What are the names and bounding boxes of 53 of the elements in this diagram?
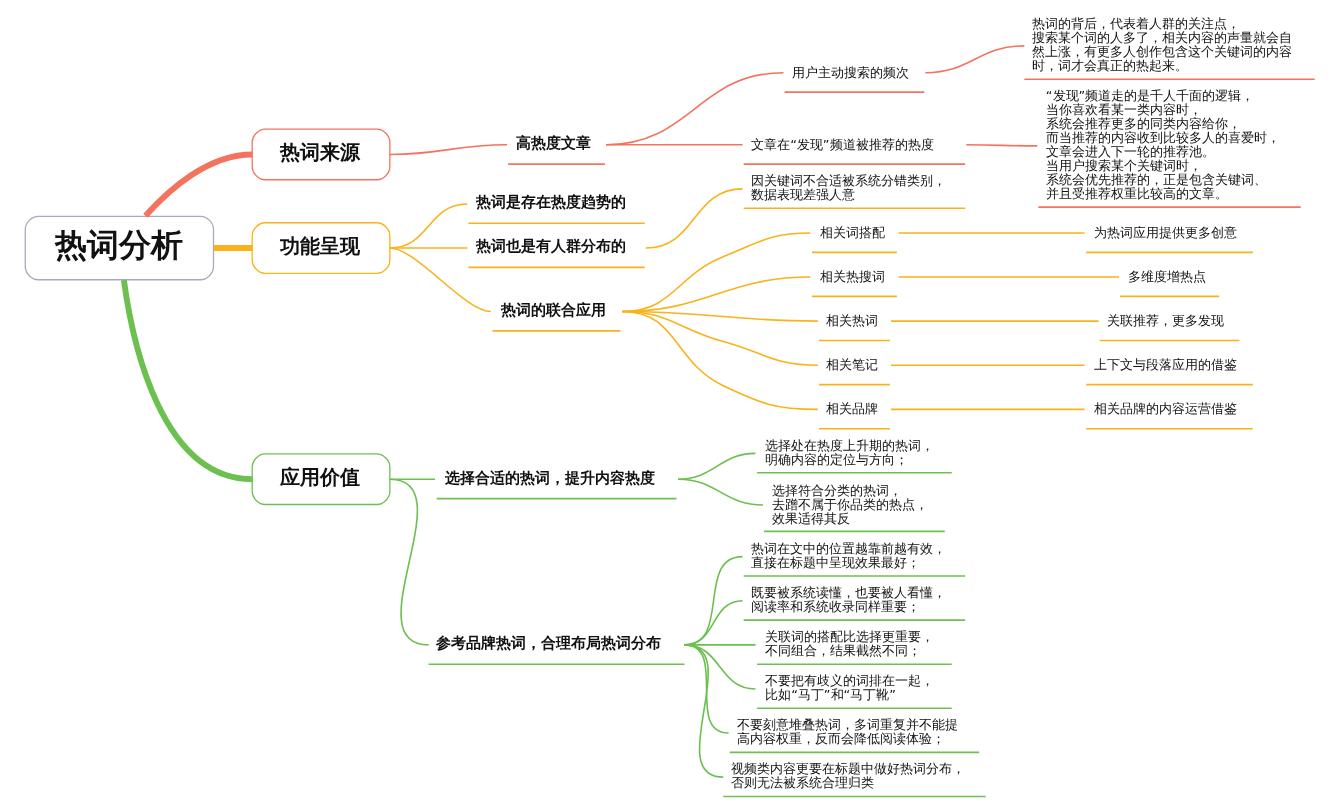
node-text: 参考品牌热词，合理布局热词分布 [435, 634, 661, 653]
node-text: 多维度增热点 [1127, 268, 1206, 284]
node-box: 热词分析 [24, 215, 214, 281]
node-box: 功能呈现 [251, 222, 390, 274]
node-text: “发现”频道走的是千人千面的逻辑，当你喜欢看某一类内容时，系统会推荐更多的同类内容给你，而当推荐的内容收到比较多人的喜爱时，文章会进入下一轮的推荐池。当用户搜索某个关键词时，系统会优先推荐的，正是包含关键词、并且受推荐权重比较高的文章。 [1045, 88, 1280, 202]
connector [683, 644, 724, 778]
node-text: 相关品牌 [825, 401, 878, 417]
node-text: 既要被系统读懂，也要被人看懂，阅读率和系统收录同样重要； [750, 585, 946, 615]
connector [676, 478, 764, 506]
connector [924, 45, 1025, 74]
connector [388, 247, 492, 313]
node-text: 相关词搭配 [819, 224, 885, 240]
connector [604, 71, 784, 146]
node-text: 热词的联合应用 [500, 300, 606, 319]
connector [644, 188, 743, 249]
connector [213, 245, 252, 251]
node-box: 热词来源 [251, 128, 390, 181]
node-text: 热词的背后，代表着人群的关注点，搜索某个词的人多了，相关内容的声量就会自然上涨，有更多人创作包含这个关键词的内容时，词才会真正的热起来。 [1031, 16, 1292, 74]
node-text: 热词是存在热度趋势的 [475, 193, 626, 212]
connector [142, 151, 252, 218]
node-text: 关联推荐，更多发现 [1106, 313, 1224, 329]
connector [964, 144, 1038, 147]
node-text: 上下文与段落应用的借鉴 [1093, 357, 1237, 373]
connector [604, 144, 743, 146]
connector [889, 408, 1085, 411]
connector [897, 276, 1120, 278]
node-text: 不要刻意堆叠热词，多词重复并不能提高内容权重，反而会降低阅读体验； [736, 717, 958, 747]
node-text: 相关热词 [825, 313, 878, 329]
node-text: 热词也是有人群分布的 [475, 237, 626, 256]
connector [388, 478, 436, 481]
node-text: 高热度文章 [515, 134, 591, 153]
connector [889, 364, 1085, 367]
node-text: 相关品牌的内容运营借鉴 [1093, 401, 1237, 417]
connector [889, 320, 1099, 322]
node-text: 选择符合分类的热词，去蹭不属于你品类的热点，效果适得其反 [771, 482, 928, 526]
node-text: 用户主动搜索的频次 [791, 64, 909, 80]
node-text: 选择处在热度上升期的热词，明确内容的定位与方向； [764, 437, 934, 467]
node-text: 关联词的搭配比选择更重要，不同组合，结果截然不同； [764, 629, 934, 659]
node-text: 为热词应用提供更多创意 [1093, 224, 1237, 240]
connector [897, 232, 1085, 234]
connector [388, 478, 429, 646]
node-text: 相关笔记 [825, 357, 878, 373]
node-text: 相关热搜词 [819, 268, 885, 284]
connector [620, 310, 819, 411]
connector [388, 144, 508, 156]
connector [120, 279, 253, 483]
node-text: 文章在“发现”频道被推荐的热度 [750, 136, 934, 152]
node-text: 视频类内容更要在标题中做好热词分布，否则无法被系统合理归类 [730, 761, 965, 791]
node-box: 应用价值 [251, 453, 390, 506]
node-text: 热词在文中的位置越靠前越有效，直接在标题中呈现效果最好； [750, 541, 946, 570]
node-text: 选择合适的热词，提升内容热度 [444, 468, 655, 487]
node-text: 不要把有歧义的词排在一起，比如“马丁”和“马丁靴” [764, 673, 934, 703]
node-text: 因关键词不合适被系统分错类别，数据表现差强人意 [750, 173, 946, 203]
